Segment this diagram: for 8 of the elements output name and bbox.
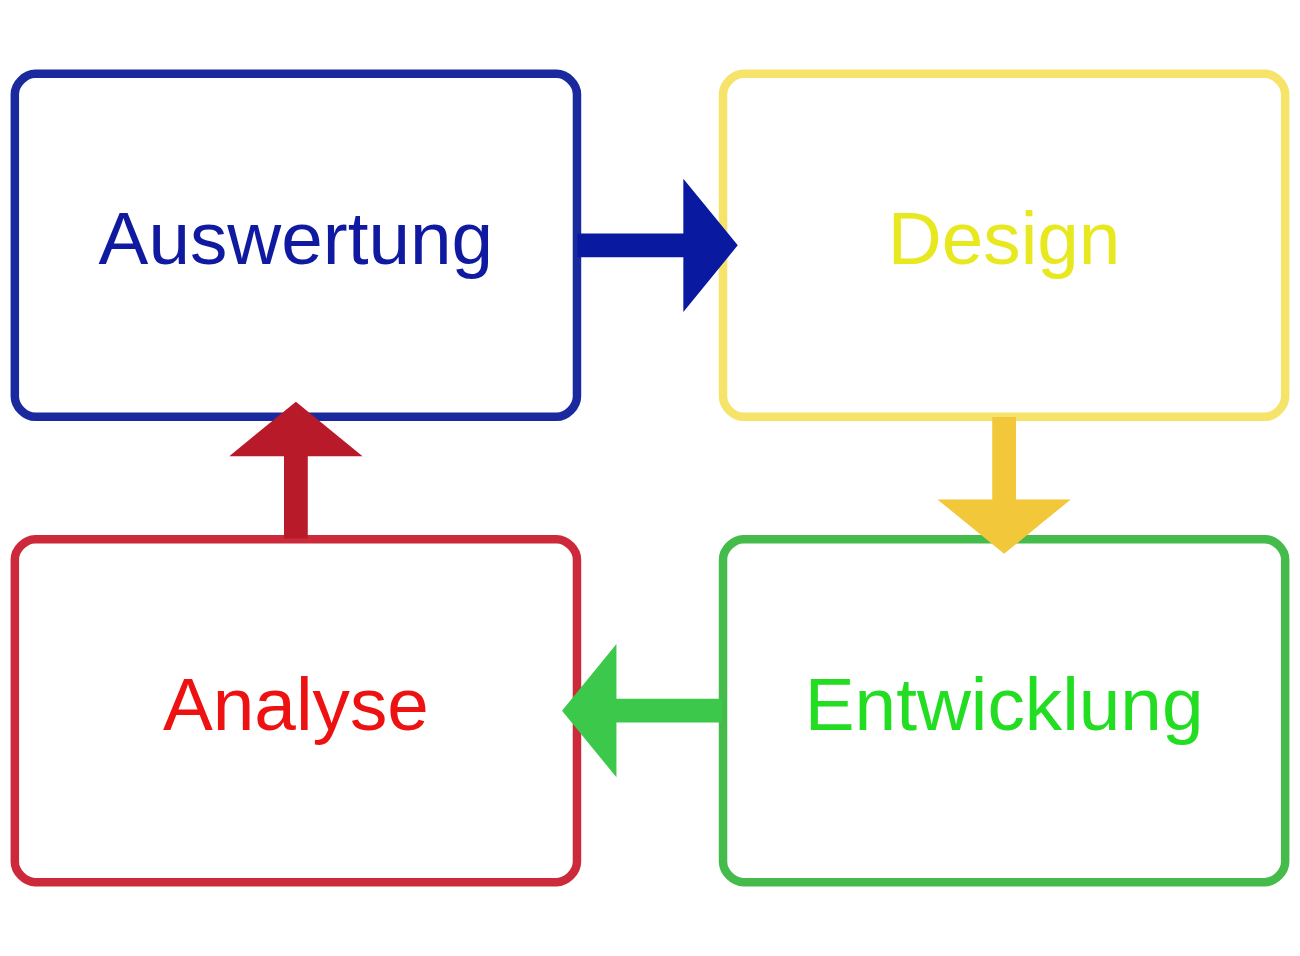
arrow [562, 644, 723, 778]
arrow [937, 417, 1071, 554]
arrow [229, 401, 363, 539]
arrow [577, 178, 738, 312]
node-box: Entwicklung [718, 534, 1290, 887]
node-box: Auswertung [10, 69, 582, 422]
node-box: Design [718, 69, 1290, 422]
node-box: Analyse [10, 534, 582, 887]
